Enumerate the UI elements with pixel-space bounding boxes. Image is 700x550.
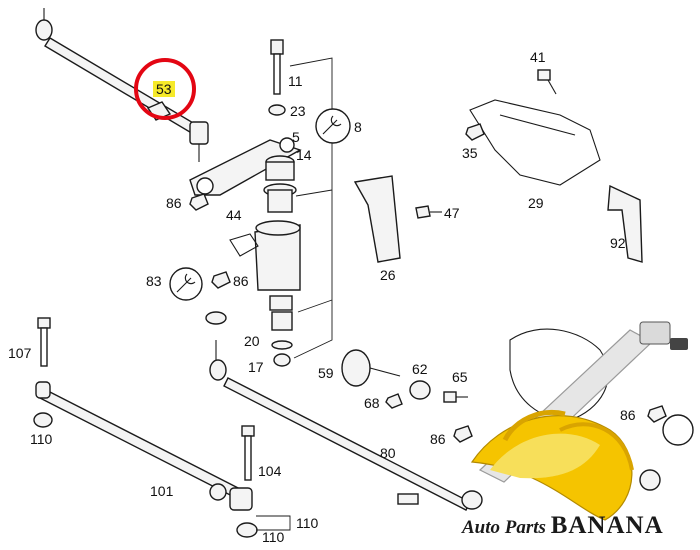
brand-text-part2: BANANA (550, 512, 664, 539)
callout-11: 11 (288, 73, 303, 89)
callout-107: 107 (8, 345, 32, 361)
brand-watermark: Auto Parts BANANA (462, 512, 664, 540)
callout-8: 8 (354, 119, 362, 135)
steering-box (229, 155, 301, 367)
bolt-11 (268, 39, 286, 116)
callout-101: 101 (150, 483, 174, 499)
callout-44: 44 (226, 207, 242, 223)
callout-29: 29 (528, 195, 544, 211)
wrench-icon-8 (315, 108, 351, 144)
callout-23: 23 (290, 103, 306, 119)
bracket-26 (353, 175, 442, 263)
bolt-104 (241, 425, 255, 481)
bracket-92 (607, 184, 643, 263)
callout-26: 26 (380, 267, 396, 283)
callout-65: 65 (452, 369, 468, 385)
nut-86b (211, 271, 231, 289)
banana-logo (470, 321, 688, 521)
callout-5: 5 (292, 129, 300, 145)
callout-35: 35 (462, 145, 478, 161)
callout-59: 59 (318, 365, 334, 381)
callout-53: 53 (153, 81, 175, 97)
callout-104: 104 (258, 463, 282, 479)
callout-62: 62 (412, 361, 428, 377)
highlight-circle (134, 58, 196, 120)
callout-68: 68 (364, 395, 380, 411)
callout-110c: 110 (262, 529, 285, 545)
callout-92: 92 (610, 235, 626, 251)
callout-80: 80 (380, 445, 396, 461)
ball-joint-59 (341, 349, 468, 409)
callout-14: 14 (296, 147, 312, 163)
callout-41: 41 (530, 49, 546, 65)
pitman-arm (189, 137, 302, 196)
callout-83: 83 (146, 273, 162, 289)
callout-86d: 86 (620, 407, 636, 423)
callout-86b: 86 (233, 273, 249, 289)
callout-86c: 86 (430, 431, 446, 447)
tie-rod-101 (33, 381, 258, 538)
tie-rod-80 (209, 340, 483, 511)
callout-47: 47 (444, 205, 460, 221)
right-side-parts (453, 328, 694, 491)
bolt-107 (37, 317, 51, 367)
callout-86a: 86 (166, 195, 182, 211)
callout-20: 20 (244, 333, 260, 349)
tie-rod-upper (35, 8, 209, 162)
wrench-icon-83 (169, 267, 203, 301)
callout-110b: 110 (296, 515, 319, 531)
bracket-29 (465, 69, 601, 186)
brand-text-part1: Auto Parts (462, 517, 551, 538)
callout-110a: 110 (30, 431, 53, 447)
callout-17: 17 (248, 359, 264, 375)
